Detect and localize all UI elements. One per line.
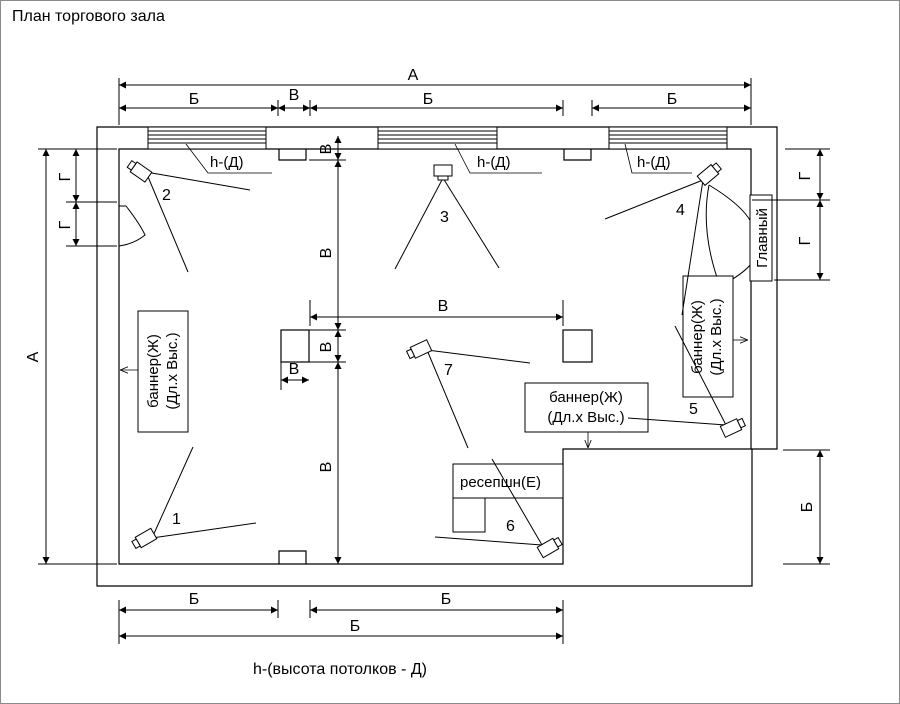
dim-b-top-2: Б [423, 91, 434, 108]
entrance-sign [749, 194, 773, 282]
inner-wall [118, 148, 752, 565]
dim-a-top: А [408, 67, 419, 84]
camera-4 [604, 162, 723, 316]
banner-left-line2: (Дл.х Выс.) [164, 332, 181, 409]
camera-2 [126, 159, 251, 273]
camera-number-6: 6 [506, 518, 515, 535]
dim-b-top-1: Б [189, 91, 200, 108]
window-center [377, 126, 498, 150]
dimension-labels: А Б В Б Б А Г Г В В В В В В Г Г Б Б Б Б [25, 67, 816, 635]
camera-number-2: 2 [162, 187, 171, 204]
ceiling-height-note: h-(высота потолков - Д) [253, 661, 427, 678]
dim-g-right-1: Г [797, 171, 814, 180]
dim-v-center-2: В [318, 248, 335, 259]
window-left [147, 126, 267, 150]
outer-wall [96, 126, 778, 587]
dim-g-left-2: Г [57, 220, 74, 229]
dim-v-center-1: В [318, 144, 335, 155]
windows [147, 126, 728, 150]
window-right [608, 126, 728, 150]
camera-7 [405, 339, 531, 449]
walls [96, 126, 778, 587]
wall-niche-bottom [278, 550, 307, 564]
camera-3 [394, 164, 500, 270]
window-label-left: h-(Д) [210, 154, 244, 171]
dim-b-right: Б [799, 502, 816, 513]
camera-number-3: 3 [440, 209, 449, 226]
camera-6 [434, 458, 563, 559]
camera-number-5: 5 [689, 401, 698, 418]
window-label-right: h-(Д) [637, 154, 671, 171]
dim-g-left-1: Г [57, 172, 74, 181]
banner-right-line1: баннер(Ж) [689, 300, 706, 374]
column-left [280, 329, 310, 363]
dim-v-center-4: В [318, 462, 335, 473]
cameras [126, 159, 747, 559]
banner-right: баннер(Ж) (Дл.х Выс.) [682, 275, 748, 398]
wall-niche-top-right [563, 149, 592, 161]
camera-number-1: 1 [172, 511, 181, 528]
dim-v-horizontal: В [438, 298, 449, 315]
banner-center-line2: (Дл.х Выс.) [547, 409, 624, 426]
dim-b-top-3: Б [667, 91, 678, 108]
window-label-center: h-(Д) [477, 154, 511, 171]
reception [452, 463, 564, 533]
entrance-label: Главный [754, 208, 771, 268]
banner-right-line2: (Дл.х Выс.) [708, 298, 725, 375]
wall-niche-top-left [278, 149, 307, 161]
dim-b-bottom-3: Б [350, 618, 361, 635]
dim-a-left: А [25, 351, 42, 362]
camera-number-4: 4 [676, 202, 685, 219]
dim-b-bottom-2: Б [441, 591, 452, 608]
camera-5 [627, 325, 747, 438]
side-door [118, 205, 146, 247]
banner-left: баннер(Ж) (Дл.х Выс.) [120, 310, 189, 433]
window-labels [185, 143, 692, 174]
dim-v-top: В [289, 87, 300, 104]
dim-b-bottom-1: Б [189, 591, 200, 608]
dim-v-center-3: В [318, 342, 335, 353]
banner-left-line1: баннер(Ж) [145, 334, 162, 408]
dimension-lines [38, 78, 830, 644]
dim-g-right-2: Г [797, 236, 814, 245]
camera-number-7: 7 [444, 362, 453, 379]
reception-label: ресепшн(Е) [460, 474, 541, 491]
column-right [562, 329, 593, 363]
camera-1 [131, 446, 257, 550]
banner-center-line1: баннер(Ж) [549, 389, 623, 406]
banner-center: баннер(Ж) (Дл.х Выс.) [524, 382, 649, 448]
dim-v-column: В [289, 361, 300, 378]
plan-title: План торгового зала [12, 8, 165, 25]
